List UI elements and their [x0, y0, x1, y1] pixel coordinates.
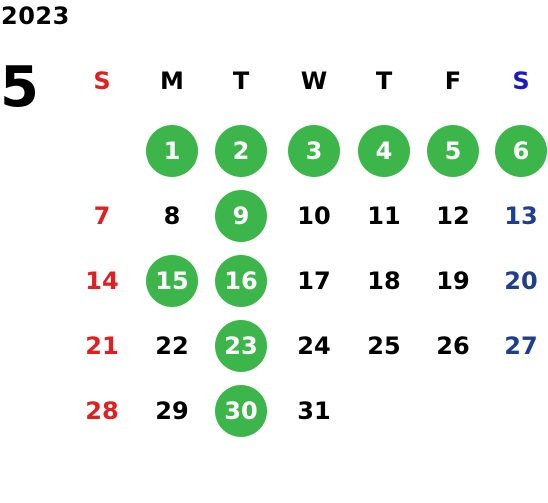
calendar-day-highlighted[interactable]: 4: [358, 125, 410, 177]
calendar-day-highlighted[interactable]: 2: [215, 125, 267, 177]
calendar-day[interactable]: 24: [297, 332, 331, 360]
calendar-day[interactable]: 31: [297, 397, 331, 425]
calendar-day-highlighted[interactable]: 23: [215, 320, 267, 372]
calendar-day[interactable]: 11: [367, 202, 401, 230]
weekday-header: F: [444, 67, 462, 95]
weekday-header: T: [375, 67, 393, 95]
calendar-day-highlighted[interactable]: 5: [427, 125, 479, 177]
weekday-header: S: [93, 67, 111, 95]
calendar-month: 5: [0, 55, 39, 120]
calendar-day[interactable]: 14: [85, 267, 119, 295]
calendar-day[interactable]: 26: [436, 332, 470, 360]
calendar-day[interactable]: 29: [155, 397, 189, 425]
calendar-day[interactable]: 17: [297, 267, 331, 295]
calendar-day[interactable]: 12: [436, 202, 470, 230]
weekday-header: W: [300, 67, 328, 95]
calendar-day[interactable]: 20: [504, 267, 538, 295]
calendar-day-highlighted[interactable]: 15: [146, 255, 198, 307]
weekday-header: M: [160, 67, 184, 95]
calendar-year: 2023: [1, 2, 70, 30]
calendar-day-highlighted[interactable]: 30: [215, 385, 267, 437]
calendar-day[interactable]: 18: [367, 267, 401, 295]
weekday-header: T: [232, 67, 250, 95]
calendar-day[interactable]: 19: [436, 267, 470, 295]
calendar-day[interactable]: 21: [85, 332, 119, 360]
calendar-day[interactable]: 13: [504, 202, 538, 230]
calendar-day-highlighted[interactable]: 3: [288, 125, 340, 177]
weekday-header: S: [512, 67, 530, 95]
calendar-day-highlighted[interactable]: 9: [215, 190, 267, 242]
calendar-day[interactable]: 25: [367, 332, 401, 360]
calendar-day-highlighted[interactable]: 16: [215, 255, 267, 307]
calendar-day[interactable]: 22: [155, 332, 189, 360]
calendar-day[interactable]: 28: [85, 397, 119, 425]
calendar-day[interactable]: 8: [163, 202, 181, 230]
calendar-day-highlighted[interactable]: 6: [495, 125, 547, 177]
calendar-day[interactable]: 27: [504, 332, 538, 360]
calendar-day-highlighted[interactable]: 1: [146, 125, 198, 177]
calendar-day[interactable]: 10: [297, 202, 331, 230]
calendar-day[interactable]: 7: [93, 202, 111, 230]
